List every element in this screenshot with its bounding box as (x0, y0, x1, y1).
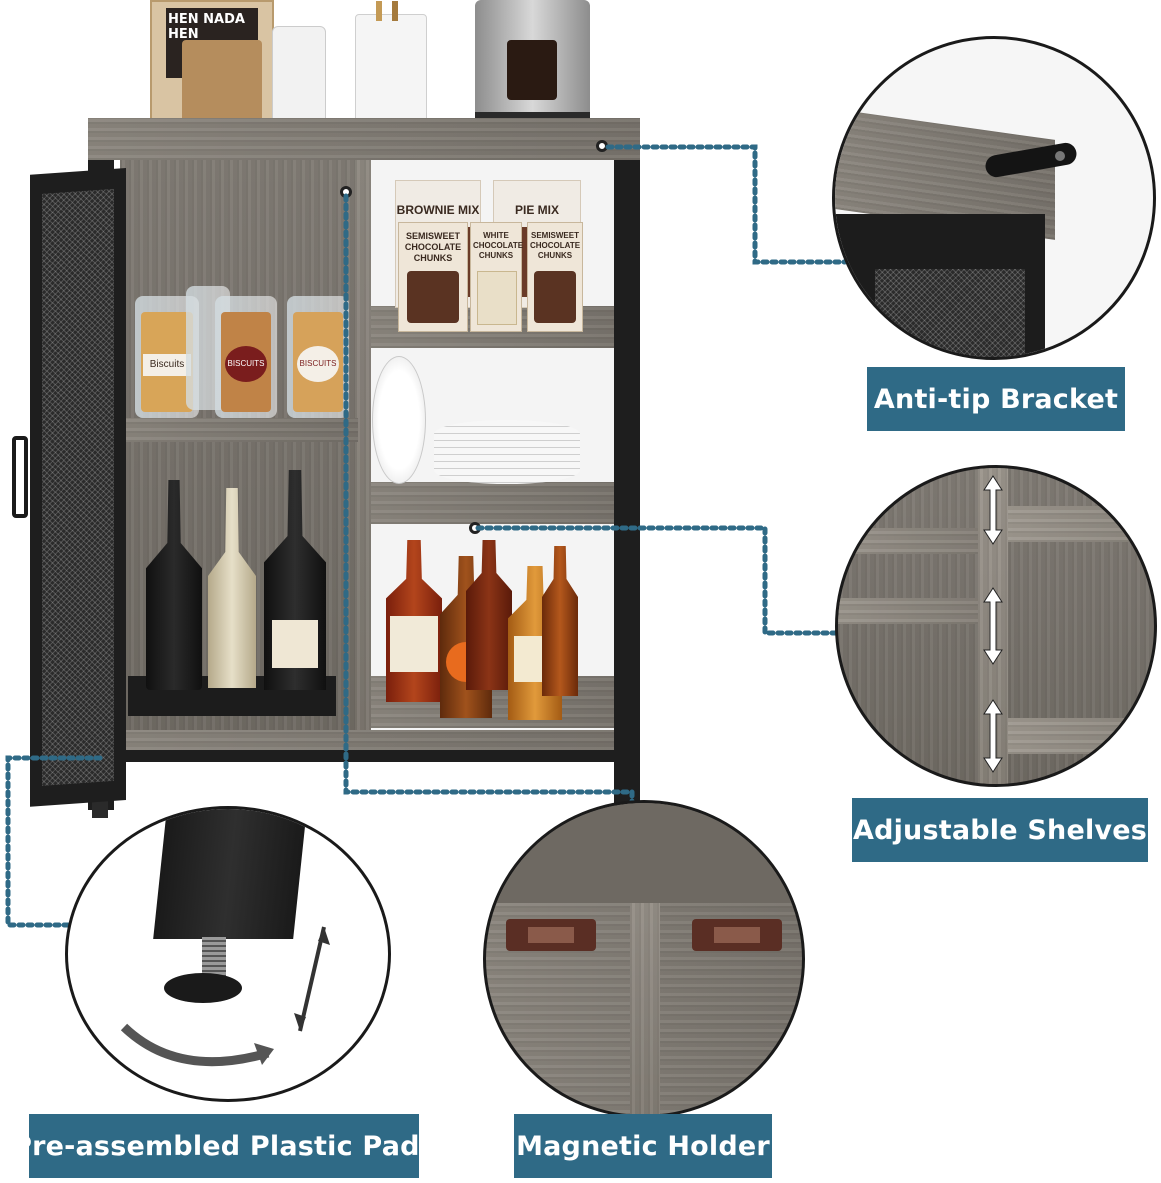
magnet-right (692, 919, 782, 951)
magnet-left (506, 919, 596, 951)
pie-mix-text: PIE MIX (514, 203, 559, 217)
cabinet-top (88, 118, 640, 160)
door-handle[interactable] (12, 436, 28, 518)
cabinet-photo: HEN NADA HEN BROWNIE MIX PIE MIX (0, 0, 660, 820)
anti-tip-detail (832, 36, 1156, 360)
jar-2-label: BISCUITS (225, 346, 267, 382)
chocolate-chunks-box-1: SEMISWEET CHOCOLATE CHUNKS (398, 222, 468, 332)
jar-biscuits-3: BISCUITS (287, 296, 349, 418)
adjustable-foot-left (92, 800, 108, 818)
cookbook-title: HEN NADA HEN (168, 12, 245, 42)
jar-3-label: BISCUITS (297, 346, 339, 382)
chocolate-chunks-box-2: WHITE CHOCOLATE CHUNKS (470, 222, 524, 332)
coffee-bag (182, 40, 262, 128)
brownie-mix-text: BROWNIE MIX (396, 203, 480, 217)
leader-magnetic (343, 193, 635, 813)
left-shelf (120, 418, 358, 442)
magnetic-holder-label: Magnetic Holder (514, 1114, 772, 1178)
anti-tip-label: Anti-tip Bracket (867, 367, 1125, 431)
upright-plate (372, 356, 426, 484)
chunks-3-text: SEMISWEET CHOCOLATE CHUNKS (530, 231, 581, 260)
bottom-rail (112, 750, 640, 762)
chunks-2-text: WHITE CHOCOLATE CHUNKS (473, 231, 524, 260)
leader-anti-tip (605, 144, 848, 265)
plate-stack (434, 420, 580, 484)
adjustable-shelves-detail (835, 465, 1157, 787)
adjustable-shelves-label: Adjustable Shelves (852, 798, 1148, 862)
right-post (614, 160, 640, 810)
chocolate-chunks-box-3: SEMISWEET CHOCOLATE CHUNKS (527, 222, 583, 332)
center-divider (355, 160, 371, 750)
plastic-pads-detail (65, 806, 391, 1102)
jar-biscuits-2: BISCUITS (215, 296, 277, 418)
magnetic-holder-detail (483, 800, 805, 1118)
jar-1-label: Biscuits (143, 354, 191, 376)
leader-adjustable (475, 525, 843, 636)
cabinet-bottom (112, 730, 615, 752)
right-shelf-2 (371, 482, 615, 524)
leader-pads (5, 755, 103, 928)
rotate-arrow-icon (120, 1023, 274, 1067)
double-arrow-icon (294, 926, 330, 1032)
chunks-1-text: SEMISWEET CHOCOLATE CHUNKS (404, 231, 462, 263)
double-arrow-icon (983, 475, 1003, 773)
plastic-pads-label: Pre-assembled Plastic Pads (12, 1114, 436, 1178)
